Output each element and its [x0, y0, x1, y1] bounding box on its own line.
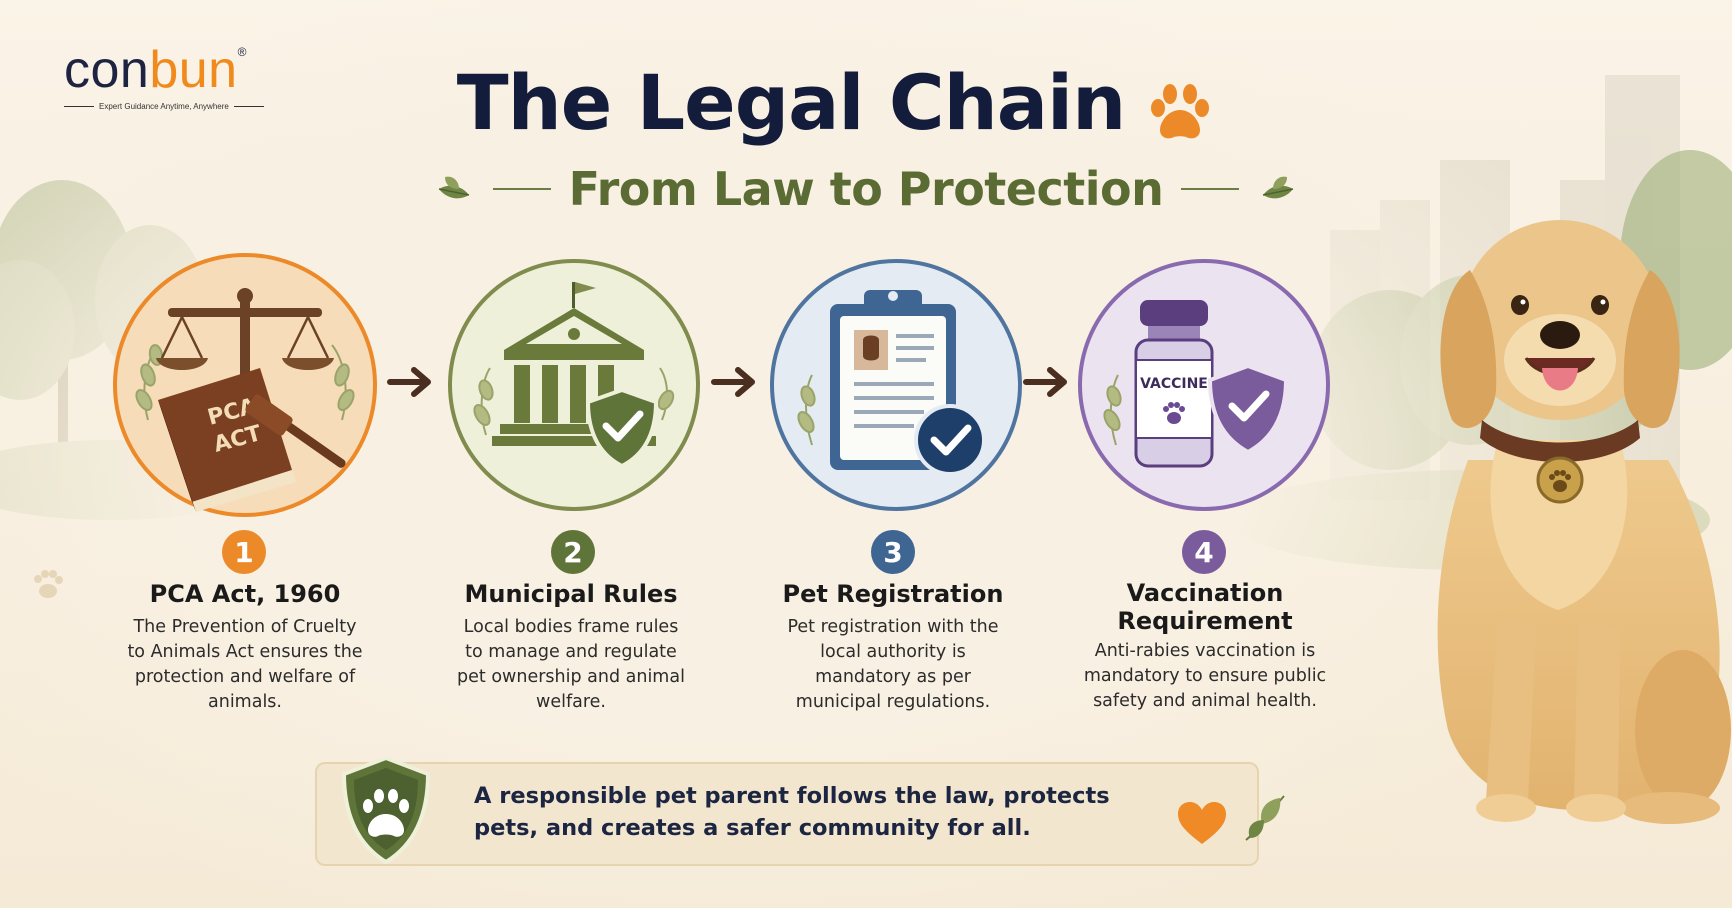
brand-wordmark: conbun®	[64, 44, 294, 96]
page-title-wrap: The Legal Chain	[0, 58, 1732, 147]
scales-icon	[156, 288, 334, 398]
vaccine-label: VACCINE	[1140, 376, 1208, 392]
faint-paw-icon	[34, 570, 63, 598]
step-1-illustration: PCA ACT	[113, 253, 377, 517]
golden-retriever-illustration	[1437, 220, 1731, 824]
step-1-number: 1	[222, 530, 266, 574]
subtitle-rule-left	[492, 188, 551, 190]
tagline-rule-right	[233, 106, 264, 107]
step-1-description: The Prevention of Cruelty to Animals Act…	[127, 617, 363, 712]
step-4-title: Vaccination Requirement	[1117, 579, 1293, 635]
arrow-right-icon	[387, 367, 431, 397]
step-2-description: Local bodies frame rules to manage and r…	[457, 617, 685, 712]
step-3-illustration	[770, 259, 1022, 511]
leaf-icon	[1245, 795, 1285, 841]
brand-name-part1: con	[64, 41, 150, 99]
leaf-icon	[1103, 374, 1122, 446]
banner-message: A responsible pet parent follows the law…	[474, 783, 1110, 841]
leaf-icon	[473, 367, 675, 436]
subtitle-rule-right	[1181, 188, 1240, 190]
tag-paw-icon	[1549, 470, 1571, 492]
paw-icon	[1151, 84, 1209, 139]
leaf-icon	[797, 374, 816, 446]
step-3-number: 3	[871, 530, 915, 574]
step-2-title: Municipal Rules	[464, 580, 678, 608]
step-4-description: Anti-rabies vaccination is mandatory to …	[1083, 641, 1327, 711]
vaccine-icon: VACCINE	[1134, 300, 1214, 468]
message-banner	[315, 762, 1259, 866]
gavel-icon	[245, 394, 346, 468]
shield-paw-icon	[341, 755, 431, 865]
step-2-illustration	[448, 259, 700, 511]
subtitle-row: From Law to Protection	[0, 162, 1732, 216]
leaf-icon	[135, 344, 355, 421]
brand-name-part2: bun	[149, 41, 238, 99]
arrow-right-icon	[711, 367, 755, 397]
step-4-number: 4	[1182, 530, 1226, 574]
check-icon	[914, 404, 986, 476]
step-3-title: Pet Registration	[782, 580, 1004, 608]
step-3-description: Pet registration with the local authorit…	[787, 617, 999, 712]
step-1-title: PCA Act, 1960	[149, 580, 341, 608]
step-4-illustration: VACCINE	[1078, 259, 1330, 511]
page-subtitle: From Law to Protection	[568, 162, 1164, 216]
brand-logo: conbun® Expert Guidance Anytime, Anywher…	[64, 44, 294, 111]
leaf-icon	[438, 176, 469, 199]
arrow-right-icon	[1023, 367, 1067, 397]
tagline-rule-left	[64, 106, 94, 107]
page-title: The Legal Chain	[456, 58, 1126, 147]
heart-icon	[1178, 802, 1226, 844]
building-icon	[492, 282, 656, 446]
shield-check-icon	[585, 387, 659, 469]
brand-tagline-text: Expert Guidance Anytime, Anywhere	[99, 102, 229, 111]
registered-mark: ®	[237, 45, 247, 59]
clipboard-icon	[830, 290, 956, 470]
shield-check-icon	[1207, 363, 1289, 455]
step-2-number: 2	[551, 530, 595, 574]
leaf-icon	[1263, 176, 1294, 199]
brand-tagline: Expert Guidance Anytime, Anywhere	[64, 102, 294, 111]
